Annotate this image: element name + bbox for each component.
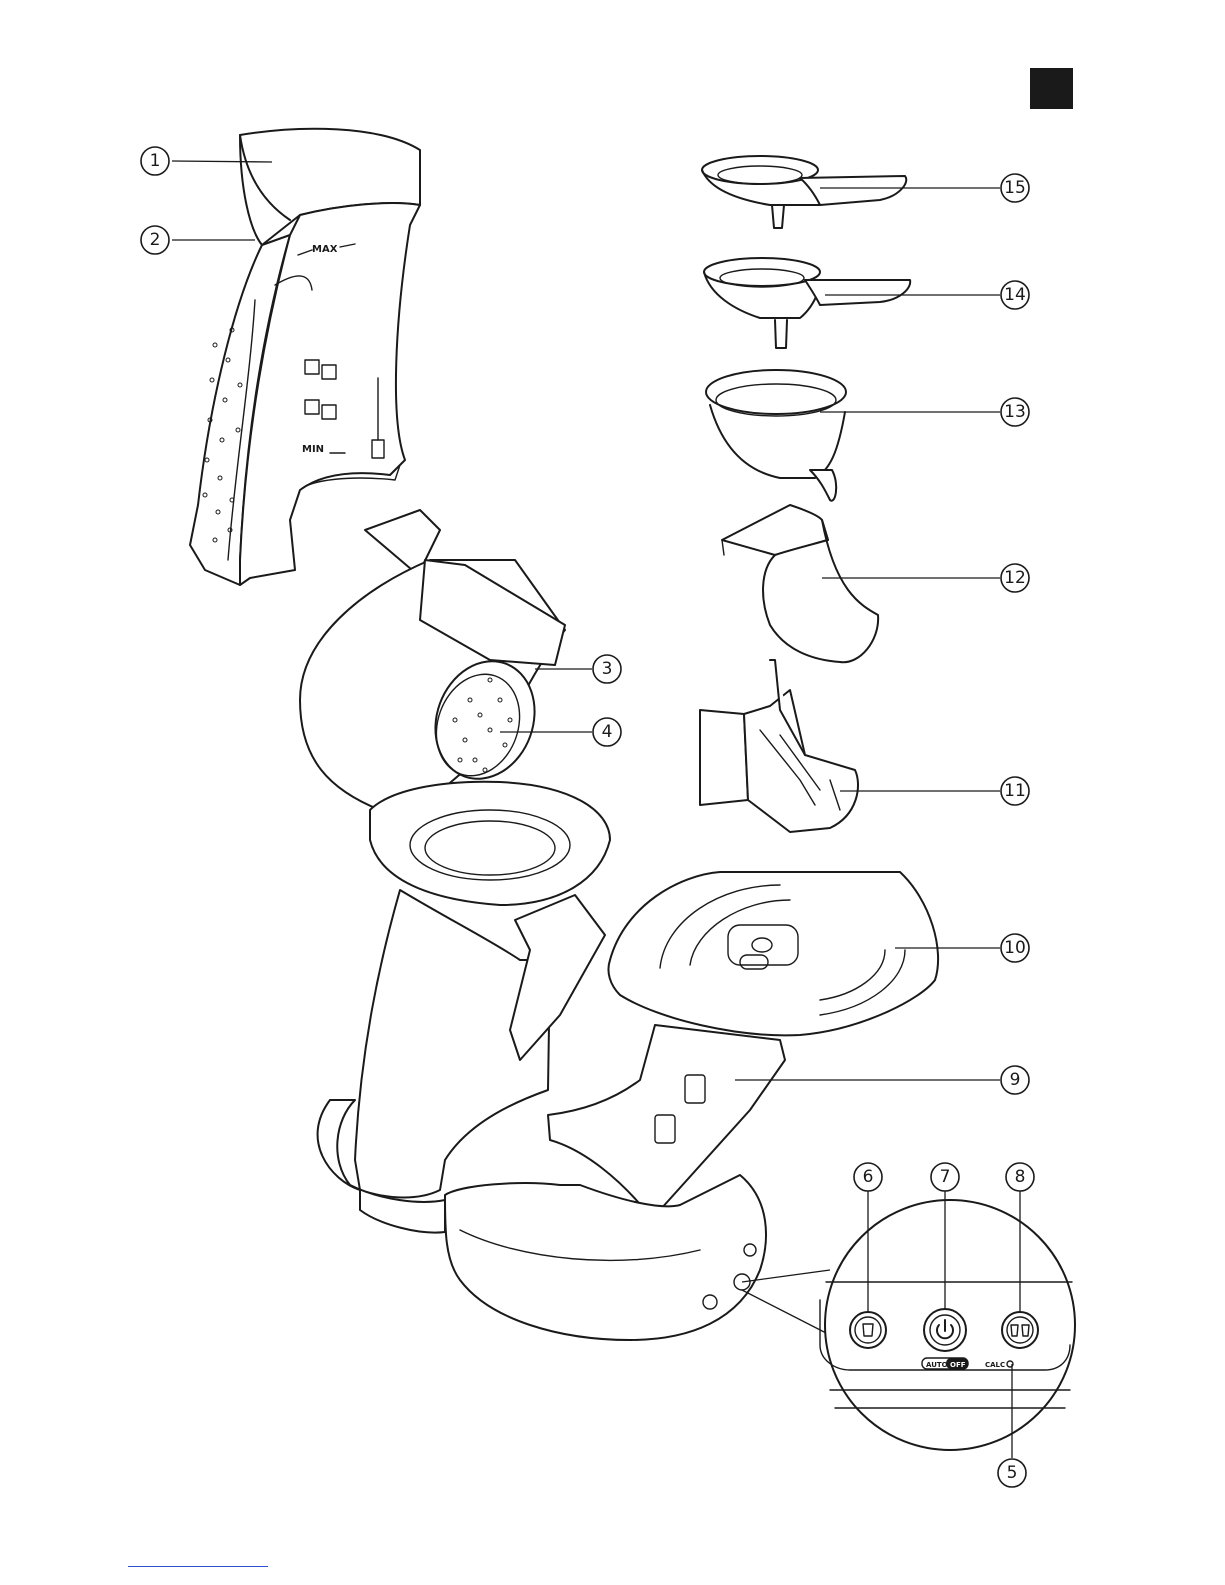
svg-text:4: 4 (602, 722, 613, 742)
callout-3: 3 (593, 655, 621, 683)
callout-10: 10 (1001, 934, 1029, 962)
svg-text:10: 10 (1004, 938, 1026, 958)
corner-marker (1030, 68, 1073, 109)
off-label: OFF (950, 1361, 966, 1369)
two-cup-pod-holder-illustration (704, 258, 910, 348)
callout-11: 11 (1001, 777, 1029, 805)
coffee-collector-illustration (722, 505, 878, 662)
tank-min-label: MIN (302, 444, 324, 455)
svg-text:3: 3 (602, 659, 613, 679)
svg-text:6: 6 (863, 1167, 874, 1187)
tank-max-label: MAX (312, 244, 338, 255)
callout-13: 13 (1001, 398, 1029, 426)
svg-text:8: 8 (1015, 1167, 1026, 1187)
callout-6: 6 (854, 1163, 882, 1191)
callout-9: 9 (1001, 1066, 1029, 1094)
callout-5: 5 (998, 1459, 1026, 1487)
callout-15: 15 (1001, 174, 1029, 202)
callout-1: 1 (141, 147, 169, 175)
pod-holder-seal-illustration (706, 370, 846, 501)
callout-12: 12 (1001, 564, 1029, 592)
auto-label: AUTO (926, 1361, 948, 1369)
svg-text:1: 1 (150, 151, 161, 171)
one-cup-pod-holder-illustration (702, 156, 906, 228)
svg-text:5: 5 (1007, 1463, 1018, 1483)
svg-text:14: 14 (1004, 285, 1026, 305)
svg-text:2: 2 (150, 230, 161, 250)
bottom-link-underline[interactable] (128, 1566, 268, 1567)
callout-14: 14 (1001, 281, 1029, 309)
drip-tray-illustration (548, 1025, 785, 1210)
callout-4: 4 (593, 718, 621, 746)
coffee-spout-illustration (700, 660, 858, 832)
svg-text:7: 7 (940, 1167, 951, 1187)
cup-platform-illustration (608, 872, 938, 1035)
callout-2: 2 (141, 226, 169, 254)
calc-label: CALC (985, 1361, 1005, 1369)
svg-text:13: 13 (1004, 402, 1026, 422)
callout-8: 8 (1006, 1163, 1034, 1191)
water-tank-illustration: MAX MIN (190, 129, 420, 585)
svg-text:11: 11 (1004, 781, 1026, 801)
svg-text:9: 9 (1010, 1070, 1021, 1090)
svg-text:12: 12 (1004, 568, 1026, 588)
control-panel-magnifier: AUTO OFF CALC (742, 1200, 1075, 1450)
callout-7: 7 (931, 1163, 959, 1191)
svg-text:15: 15 (1004, 178, 1026, 198)
